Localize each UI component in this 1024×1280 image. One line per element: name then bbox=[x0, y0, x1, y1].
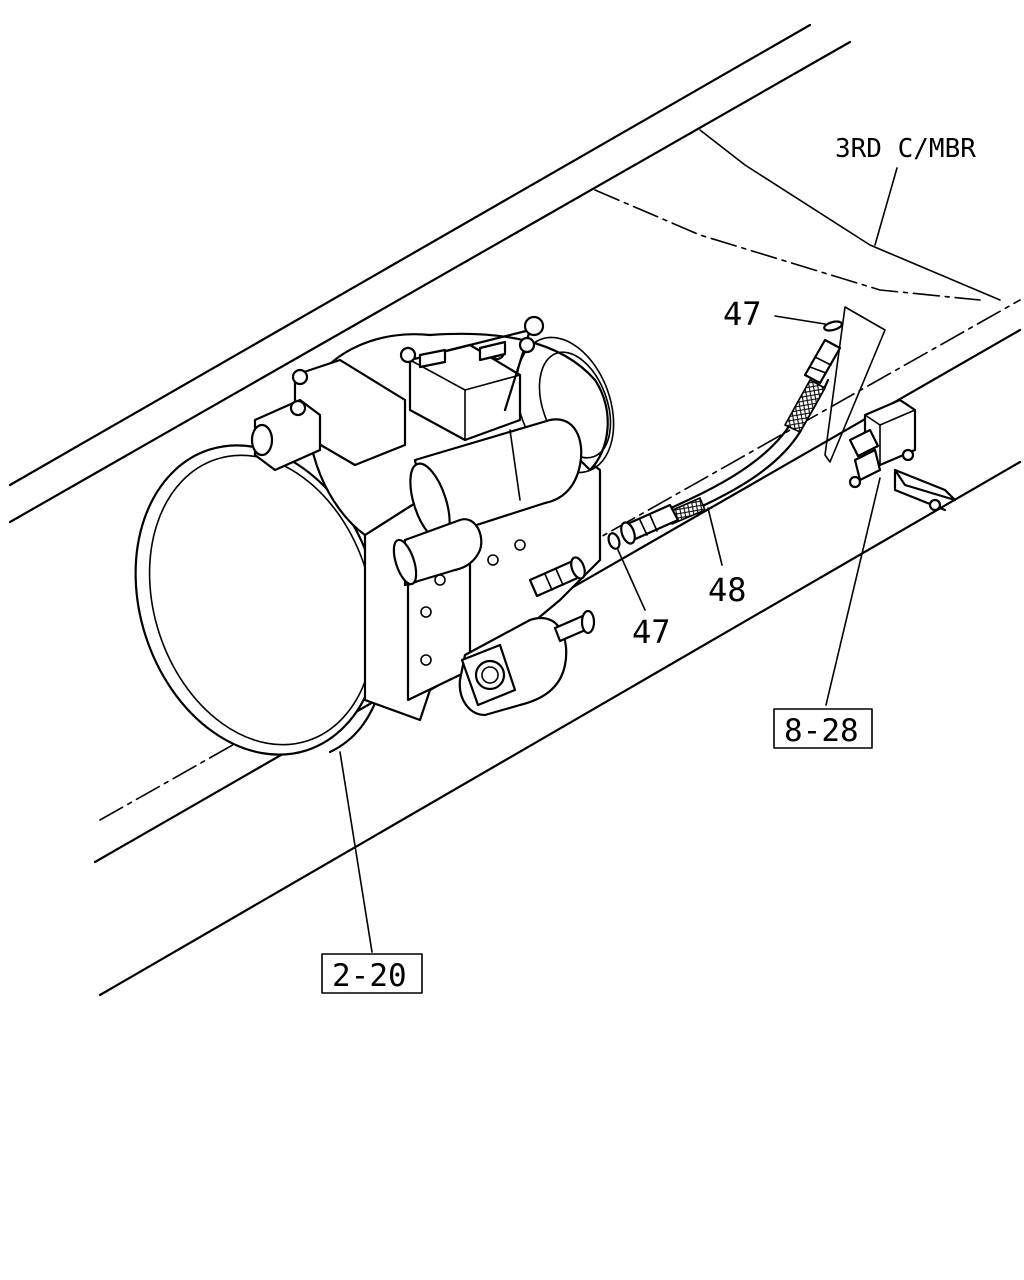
case-fitting bbox=[528, 556, 586, 598]
pto-mount bbox=[458, 609, 596, 717]
part-47-lower-label[interactable]: 47 bbox=[632, 613, 671, 651]
reference-box-2-20[interactable]: 2-20 bbox=[321, 953, 423, 994]
third-cross-member bbox=[594, 129, 1001, 301]
o-ring-upper bbox=[823, 320, 843, 332]
cross-member-label: 3RD C/MBR bbox=[835, 134, 976, 164]
shift-tower bbox=[293, 315, 545, 467]
reference-2-20-label: 2-20 bbox=[332, 958, 407, 994]
side-linkage bbox=[250, 368, 322, 472]
part-47-upper-label[interactable]: 47 bbox=[723, 295, 762, 333]
part-48-label[interactable]: 48 bbox=[708, 571, 747, 609]
frame-rail-left bbox=[8, 23, 852, 524]
hose-assembly bbox=[620, 338, 842, 545]
leader-lines bbox=[339, 167, 898, 953]
cross-member-bracket bbox=[824, 306, 886, 463]
air-cylinder bbox=[392, 418, 583, 587]
reference-box-8-28[interactable]: 8-28 bbox=[773, 708, 873, 749]
reference-8-28-label: 8-28 bbox=[784, 713, 859, 749]
o-ring-lower bbox=[607, 532, 621, 550]
valve-assembly bbox=[848, 398, 957, 512]
